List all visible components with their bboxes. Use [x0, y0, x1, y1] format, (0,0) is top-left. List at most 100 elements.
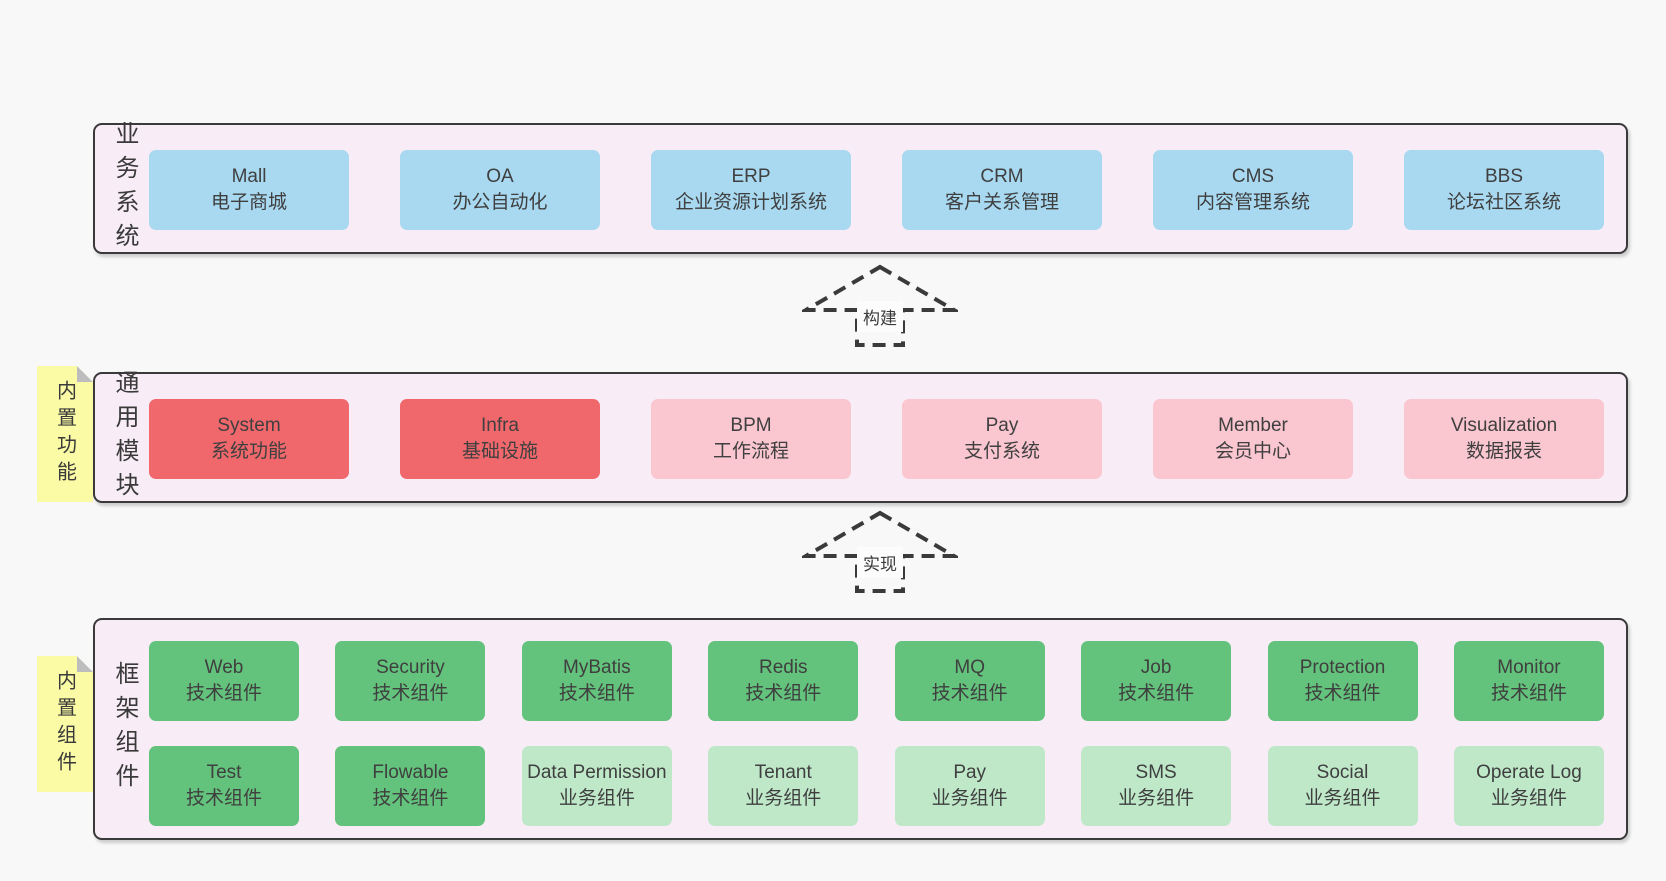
tile-bpm: BPM 工作流程: [651, 399, 851, 479]
tile-test: Test 技术组件: [149, 746, 299, 826]
build-arrow: [802, 264, 958, 347]
tile-title: Tenant: [754, 762, 812, 783]
tile-pay-system: Pay 支付系统: [902, 399, 1102, 479]
tile-tenant: Tenant 业务组件: [708, 746, 859, 826]
tile-subtitle: 办公自动化: [452, 192, 548, 213]
tile-title: Protection: [1299, 657, 1386, 678]
tile-title: Data Permission: [527, 762, 667, 783]
tile-subtitle: 技术组件: [1118, 683, 1195, 704]
implement-arrow: [802, 510, 958, 593]
tile-subtitle: 业务组件: [1490, 788, 1567, 809]
tile-data-permission: Data Permission 业务组件: [521, 746, 672, 826]
tile-subtitle: 企业资源计划系统: [674, 192, 827, 213]
tile-title: BPM: [730, 415, 772, 436]
tile-subtitle: 技术组件: [372, 683, 449, 704]
tile-bbs: BBS 论坛社区系统: [1404, 150, 1604, 230]
tile-crm: CRM 客户关系管理: [902, 150, 1102, 230]
tile-subtitle: 基础设施: [461, 441, 538, 462]
sticky-built-in-components: 内置组件: [37, 656, 93, 792]
tile-subtitle: 技术组件: [185, 683, 262, 704]
tile-job: Job 技术组件: [1081, 641, 1232, 721]
tile-subtitle: 业务组件: [1304, 788, 1381, 809]
tile-subtitle: 工作流程: [712, 441, 789, 462]
tile-title: ERP: [731, 166, 771, 187]
tile-title: Visualization: [1450, 415, 1558, 436]
tile-title: MyBatis: [563, 657, 631, 678]
tile-subtitle: 业务组件: [745, 788, 822, 809]
tile-system: System 系统功能: [149, 399, 349, 479]
implement-arrow-label: 实现: [857, 547, 903, 578]
tile-sms: SMS 业务组件: [1081, 746, 1232, 826]
tile-pay-component: Pay 业务组件: [894, 746, 1045, 826]
panel-title-framework-components: 框架组件: [111, 661, 138, 797]
tile-social: Social 业务组件: [1267, 746, 1418, 826]
tile-subtitle: 技术组件: [1490, 683, 1567, 704]
tile-subtitle: 业务组件: [931, 788, 1008, 809]
framework-components-row-1: Web 技术组件 Security 技术组件 MyBatis 技术组件 Redi…: [149, 641, 1604, 721]
common-modules-panel: 通用模块 System 系统功能 Infra 基础设施 BPM 工作流程 Pay…: [93, 369, 1628, 506]
tile-title: Flowable: [372, 762, 449, 783]
tile-title: Member: [1218, 415, 1288, 436]
tile-security: Security 技术组件: [335, 641, 486, 721]
tile-title: MQ: [954, 657, 985, 678]
tile-subtitle: 业务组件: [1118, 788, 1195, 809]
tile-mall: Mall 电子商城: [149, 150, 349, 230]
business-systems-row: Mall 电子商城 OA 办公自动化 ERP 企业资源计划系统 CRM 客户关系…: [149, 150, 1604, 230]
common-modules-row: System 系统功能 Infra 基础设施 BPM 工作流程 Pay 支付系统…: [149, 399, 1604, 479]
tile-subtitle: 技术组件: [372, 788, 449, 809]
panel-title-business-systems: 业务系统: [111, 120, 138, 257]
tile-title: Social: [1316, 762, 1369, 783]
tile-title: CMS: [1231, 166, 1275, 187]
tile-subtitle: 技术组件: [558, 683, 635, 704]
tile-title: System: [217, 415, 281, 436]
tile-title: Job: [1140, 657, 1172, 678]
tile-title: Security: [376, 657, 445, 678]
tile-title: Test: [206, 762, 242, 783]
tile-monitor: Monitor 技术组件: [1453, 641, 1604, 721]
tile-title: Operate Log: [1476, 762, 1582, 783]
tile-title: SMS: [1135, 762, 1177, 783]
tile-subtitle: 系统功能: [210, 441, 287, 462]
tile-subtitle: 技术组件: [185, 788, 262, 809]
sticky-label: 内置组件: [53, 670, 76, 778]
tile-subtitle: 客户关系管理: [944, 192, 1059, 213]
framework-components-row-2: Test 技术组件 Flowable 技术组件 Data Permission …: [149, 746, 1604, 826]
tile-web: Web 技术组件: [149, 641, 299, 721]
tile-title: Redis: [758, 657, 808, 678]
tile-subtitle: 电子商城: [210, 192, 287, 213]
tile-subtitle: 技术组件: [931, 683, 1008, 704]
tile-title: Pay: [985, 415, 1019, 436]
tile-oa: OA 办公自动化: [400, 150, 600, 230]
tile-protection: Protection 技术组件: [1267, 641, 1418, 721]
tile-visualization: Visualization 数据报表: [1404, 399, 1604, 479]
framework-components-panel: 框架组件 Web 技术组件 Security 技术组件 MyBatis 技术组件…: [93, 618, 1628, 840]
tile-title: OA: [486, 166, 514, 187]
tile-subtitle: 技术组件: [745, 683, 822, 704]
business-systems-panel: 业务系统 Mall 电子商城 OA 办公自动化 ERP 企业资源计划系统 CRM…: [93, 120, 1628, 257]
tile-mq: MQ 技术组件: [894, 641, 1045, 721]
tile-title: Pay: [953, 762, 987, 783]
panel-title-common-modules: 通用模块: [111, 369, 138, 506]
tile-infra: Infra 基础设施: [400, 399, 600, 479]
tile-title: Monitor: [1497, 657, 1561, 678]
tile-member: Member 会员中心: [1153, 399, 1353, 479]
tile-title: Web: [204, 657, 244, 678]
tile-title: BBS: [1484, 166, 1524, 187]
tile-title: Infra: [480, 415, 520, 436]
tile-title: Mall: [231, 166, 267, 187]
tile-subtitle: 会员中心: [1214, 441, 1291, 462]
tile-operate-log: Operate Log 业务组件: [1453, 746, 1604, 826]
sticky-label: 内置功能: [53, 380, 76, 488]
tile-subtitle: 业务组件: [558, 788, 635, 809]
tile-subtitle: 数据报表: [1465, 441, 1542, 462]
tile-subtitle: 支付系统: [963, 441, 1040, 462]
sticky-built-in-features: 内置功能: [37, 366, 93, 502]
tile-erp: ERP 企业资源计划系统: [651, 150, 851, 230]
tile-subtitle: 论坛社区系统: [1446, 192, 1561, 213]
tile-subtitle: 技术组件: [1304, 683, 1381, 704]
tile-subtitle: 内容管理系统: [1195, 192, 1310, 213]
tile-title: CRM: [980, 166, 1024, 187]
tile-flowable: Flowable 技术组件: [335, 746, 486, 826]
build-arrow-label: 构建: [857, 301, 903, 332]
